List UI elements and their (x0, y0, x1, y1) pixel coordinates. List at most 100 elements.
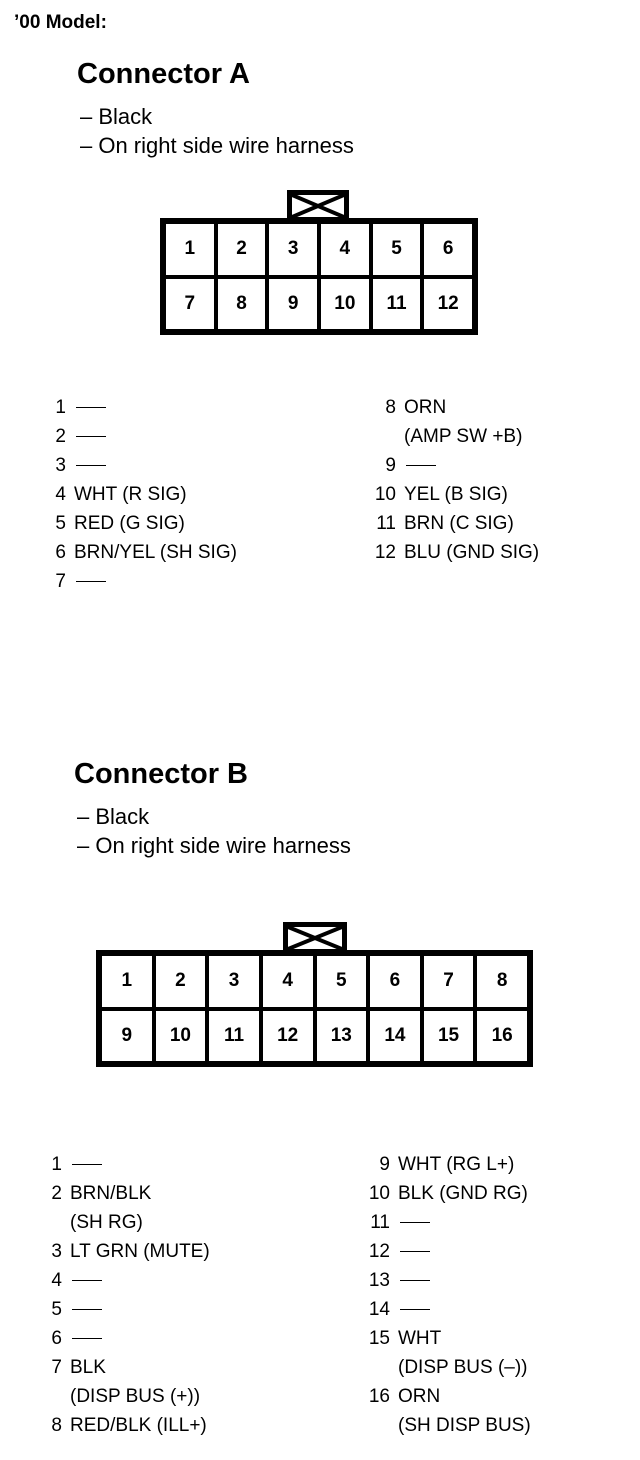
wire-color: BLU (GND SIG) (404, 542, 540, 563)
connector-a-pin-10: 10 (319, 276, 371, 331)
pin-number: 4 (51, 1270, 62, 1291)
connector-a-description: – Black – On right side wire harness (80, 102, 354, 160)
connector-b-color: – Black (77, 804, 150, 829)
dash-line (72, 1164, 102, 1166)
wire-signal: (DISP BUS (–)) (398, 1357, 528, 1378)
connector-a-location: – On right side wire harness (80, 133, 354, 158)
wire-color: RED/BLK (ILL+) (70, 1415, 207, 1436)
pin-number: 4 (55, 484, 66, 505)
pin-list-item: 11 (362, 1208, 531, 1237)
wire-color: BLK (GND RG) (398, 1183, 528, 1204)
pin-number: 11 (370, 1212, 390, 1233)
connector-a-pin-1: 1 (164, 222, 216, 277)
wire-description: WHT (R SIG) (66, 480, 187, 509)
no-connection-dash (62, 1266, 102, 1295)
connector-a-pin-9: 9 (267, 276, 319, 331)
wire-signal: (DISP BUS (+)) (70, 1386, 201, 1407)
no-connection-dash (66, 451, 106, 480)
wire-signal: (AMP SW +B) (404, 426, 523, 447)
wire-color: BRN/BLK (70, 1183, 152, 1204)
pin-list-item: 9 (368, 451, 539, 480)
no-connection-dash (390, 1295, 430, 1324)
wire-color: ORN (404, 397, 447, 418)
connector-b-pin-1: 1 (100, 954, 154, 1009)
pin-list-item: 2 BRN/BLK (SH RG) (36, 1179, 210, 1237)
wire-color: RED (G SIG) (74, 513, 185, 534)
pin-number: 13 (368, 1270, 390, 1291)
wire-description: WHT (RG L+) (390, 1150, 514, 1179)
wire-color: BRN (C SIG) (404, 513, 514, 534)
dash-line (72, 1309, 102, 1311)
pin-list-item: 6 (36, 1324, 210, 1353)
pin-number: 10 (368, 1183, 390, 1204)
connector-b-description: – Black – On right side wire harness (77, 802, 351, 860)
pin-list-item: 1 (40, 393, 237, 422)
wire-description: BLK(DISP BUS (+)) (62, 1353, 200, 1411)
pin-number: 2 (55, 426, 66, 447)
connector-a-pin-8: 8 (215, 276, 268, 331)
wire-color: YEL (B SIG) (404, 484, 508, 505)
pin-number: 3 (55, 455, 66, 476)
wire-color: WHT (RG L+) (398, 1154, 515, 1175)
wire-description: RED (G SIG) (66, 509, 185, 538)
connector-b-pin-9: 9 (100, 1008, 154, 1063)
pin-number: 16 (368, 1386, 390, 1407)
connector-b-pin-2: 2 (153, 954, 208, 1009)
pin-number: 6 (55, 542, 66, 563)
model-heading: ’00 Model: (14, 12, 107, 33)
pin-number: 7 (55, 571, 66, 592)
dash-line (76, 436, 106, 438)
wire-description: BLU (GND SIG) (396, 538, 539, 567)
no-connection-dash (66, 567, 106, 596)
pin-number: 11 (376, 513, 396, 534)
pin-number: 1 (55, 397, 66, 418)
connector-b-pin-16: 16 (475, 1008, 529, 1063)
pin-number: 5 (51, 1299, 62, 1320)
pin-list-item: 2 (40, 422, 237, 451)
wire-description: RED/BLK (ILL+) (62, 1411, 207, 1440)
connector-a-pin-6: 6 (422, 222, 474, 277)
pin-number: 14 (368, 1299, 390, 1320)
connector-a-pin-4: 4 (319, 222, 371, 277)
connector-a-pin-5: 5 (370, 222, 423, 277)
dash-line (76, 581, 106, 583)
connector-b-latch-icon (283, 922, 347, 954)
pin-list-item: 4 (36, 1266, 210, 1295)
wire-description: WHT(DISP BUS (–)) (390, 1324, 528, 1382)
pin-number: 8 (51, 1415, 62, 1436)
no-connection-dash (396, 451, 436, 480)
wire-description: BLK (GND RG) (390, 1179, 528, 1208)
dash-line (400, 1309, 430, 1311)
connector-b-pin-14: 14 (368, 1008, 422, 1063)
no-connection-dash (62, 1150, 102, 1179)
pin-list-item: 10 BLK (GND RG) (362, 1179, 531, 1208)
connector-b-pin-6: 6 (368, 954, 422, 1009)
dash-line (400, 1280, 430, 1282)
connector-b-pin-13: 13 (314, 1008, 369, 1063)
wire-color: LT GRN (MUTE) (70, 1241, 210, 1262)
wire-color: ORN (398, 1386, 441, 1407)
dash-line (76, 465, 106, 467)
connector-b-location: – On right side wire harness (77, 833, 351, 858)
connector-a-title: Connector A (77, 58, 250, 90)
no-connection-dash (66, 422, 106, 451)
wire-signal: (SH RG) (70, 1212, 143, 1233)
dash-line (406, 465, 436, 467)
pin-number: 2 (51, 1183, 62, 1204)
connector-b-title: Connector B (74, 758, 248, 790)
connector-a-pin-7: 7 (164, 276, 216, 331)
pin-list-item: 13 (362, 1266, 531, 1295)
pin-number: 9 (385, 455, 396, 476)
connector-a-pin-11: 11 (370, 276, 423, 331)
pin-list-item: 1 (36, 1150, 210, 1179)
